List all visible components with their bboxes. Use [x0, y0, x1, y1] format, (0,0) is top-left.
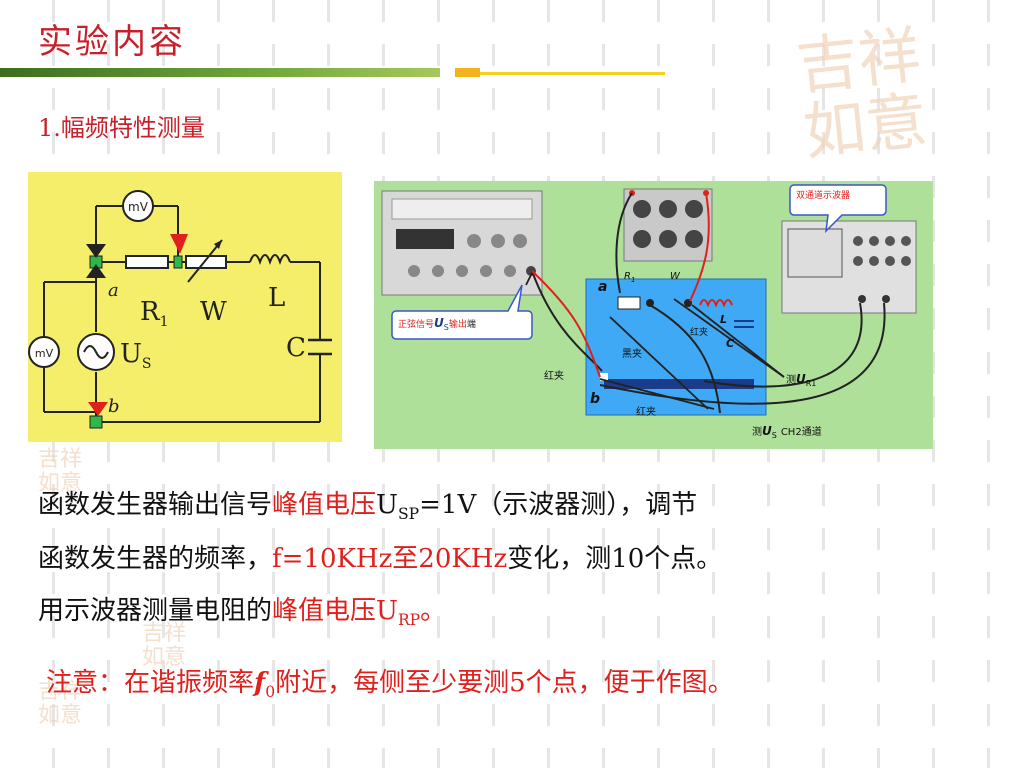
- body-line-2: 函数发生器的频率，f=10KHz至20KHz变化，测10个点。: [38, 544, 723, 574]
- watermark-top-right: 吉祥如意: [793, 17, 931, 170]
- node-b-label: b: [108, 396, 120, 417]
- label-r1: R1: [140, 297, 169, 330]
- potentiometer-w: [185, 255, 227, 269]
- body-line-1: 函数发生器输出信号峰值电压USP=1V（示波器测），调节: [38, 490, 698, 524]
- body-line-3: 用示波器测量电阻的峰值电压URP。: [38, 596, 447, 630]
- circuit-diagram: mV mV R1 W L C US a b: [28, 172, 342, 442]
- page-title: 实验内容: [38, 22, 186, 62]
- equipment-photo: 双通道示波器 正弦信号US输出端 a b R1 W L C 红夹 黑夹 红夹 红…: [374, 181, 933, 449]
- resistor-r1: [125, 255, 169, 269]
- clip-red-label-1: 红夹: [544, 369, 564, 382]
- label-c: C: [286, 333, 306, 363]
- function-generator: [381, 190, 543, 296]
- inductor-l: [249, 254, 291, 265]
- board-label-c: C: [726, 337, 734, 350]
- callout-oscilloscope: 双通道示波器: [796, 189, 850, 201]
- board-label-r1: R1: [624, 271, 635, 284]
- decade-resistor-box: [623, 188, 713, 262]
- callout-generator-output: 正弦信号US输出端: [398, 316, 476, 332]
- board-label-l: L: [720, 313, 727, 326]
- watermark-left-2: 吉祥如意: [142, 621, 187, 670]
- label-us: US: [120, 339, 152, 372]
- left-meter-label: mV: [35, 347, 54, 360]
- note-line: 注意：在谐振频率f0附近，每侧至少要测5个点，便于作图。: [46, 668, 734, 702]
- clip-red-label-3: 红夹: [636, 405, 656, 418]
- section-subtitle: 1.幅频特性测量: [38, 114, 205, 142]
- board-label-a: a: [598, 279, 607, 295]
- rlc-board: [585, 278, 767, 416]
- clip-black-label: 黑夹: [622, 347, 642, 360]
- measure-ur1-label: 测UR1: [786, 372, 816, 388]
- label-l: L: [268, 283, 285, 313]
- board-label-b: b: [590, 391, 600, 407]
- watermark-left-3: 吉祥如意: [38, 679, 83, 728]
- label-w: W: [200, 297, 227, 327]
- top-meter-label: mV: [128, 200, 149, 214]
- clip-red-label-2: 红夹: [690, 326, 708, 338]
- oscilloscope: [781, 220, 917, 314]
- board-label-w: W: [670, 271, 681, 282]
- watermark-left-1: 吉祥如意: [38, 447, 83, 496]
- node-a-label: a: [108, 280, 119, 301]
- title-underline-bar: [0, 68, 665, 77]
